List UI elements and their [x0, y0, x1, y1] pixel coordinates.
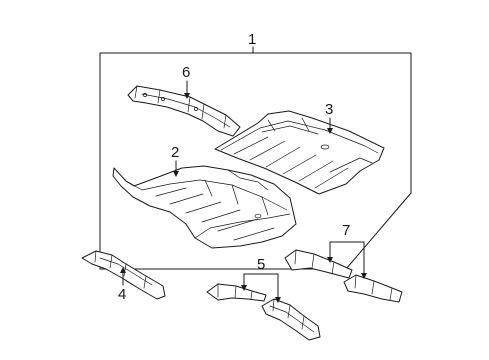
callout-7: 7	[342, 222, 350, 239]
part-5-rails	[206, 283, 321, 341]
callout-3: 3	[325, 101, 333, 118]
part-6-crossmember	[127, 85, 241, 137]
callout-6: 6	[182, 64, 190, 81]
assembly-frame	[99, 52, 412, 270]
part-3-rear-floor-pan	[214, 110, 385, 195]
callout-5: 5	[257, 256, 265, 273]
callout-1: 1	[248, 31, 256, 48]
callout-4: 4	[118, 286, 126, 303]
callout-2: 2	[171, 144, 179, 161]
part-7-rails	[284, 249, 403, 303]
part-2-front-floor-pan	[112, 165, 297, 249]
